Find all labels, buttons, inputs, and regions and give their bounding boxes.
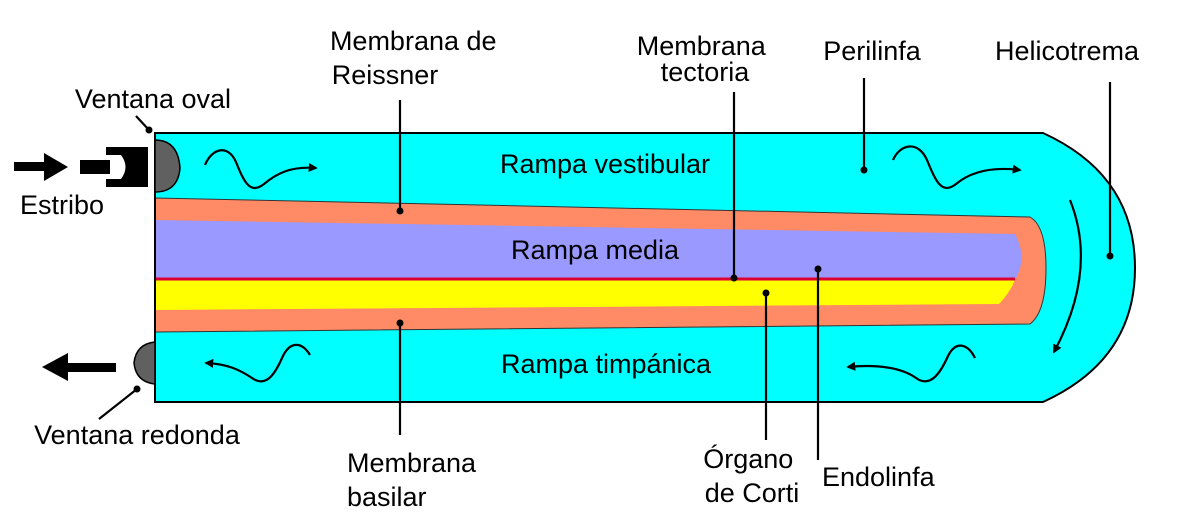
wavy-flow-arrow-icon [203, 149, 318, 190]
oval-window [154, 139, 181, 193]
label-helicotrema: Helicotrema [995, 36, 1140, 66]
push-arrow-icon [14, 153, 68, 181]
label-ventana-redonda: Ventana redonda [34, 420, 241, 450]
label-endolinfa: Endolinfa [822, 462, 936, 492]
label-perilinfa: Perilinfa [823, 36, 922, 66]
wavy-flow-arrow-icon [204, 343, 311, 383]
label-organo-corti: Órgano de Corti [703, 443, 801, 508]
label-membrana-reissner: Membrana de Reissner [330, 26, 504, 90]
wavy-flow-arrow-icon [891, 145, 1022, 190]
wavy-flow-arrow-icon [846, 344, 976, 383]
outflow-arrow-icon [42, 353, 116, 381]
label-ventana-oval: Ventana oval [75, 84, 231, 114]
label-membrana-basilar: Membrana basilar [347, 448, 484, 512]
label-rampa-media: Rampa media [511, 235, 680, 265]
stapes-icon [80, 147, 148, 187]
organ-of-corti [155, 280, 1015, 310]
leader-lines [98, 78, 1112, 460]
label-rampa-vestibular: Rampa vestibular [500, 149, 710, 179]
label-membrana-tectoria: Membrana tectoria [637, 31, 774, 87]
curved-flow-arrow-icon [1053, 199, 1082, 354]
round-window [133, 341, 156, 385]
scala-media [155, 220, 1022, 280]
label-estribo: Estribo [20, 190, 104, 220]
leader-dots [133, 126, 1114, 393]
label-rampa-timpanica: Rampa timpánica [501, 349, 712, 379]
